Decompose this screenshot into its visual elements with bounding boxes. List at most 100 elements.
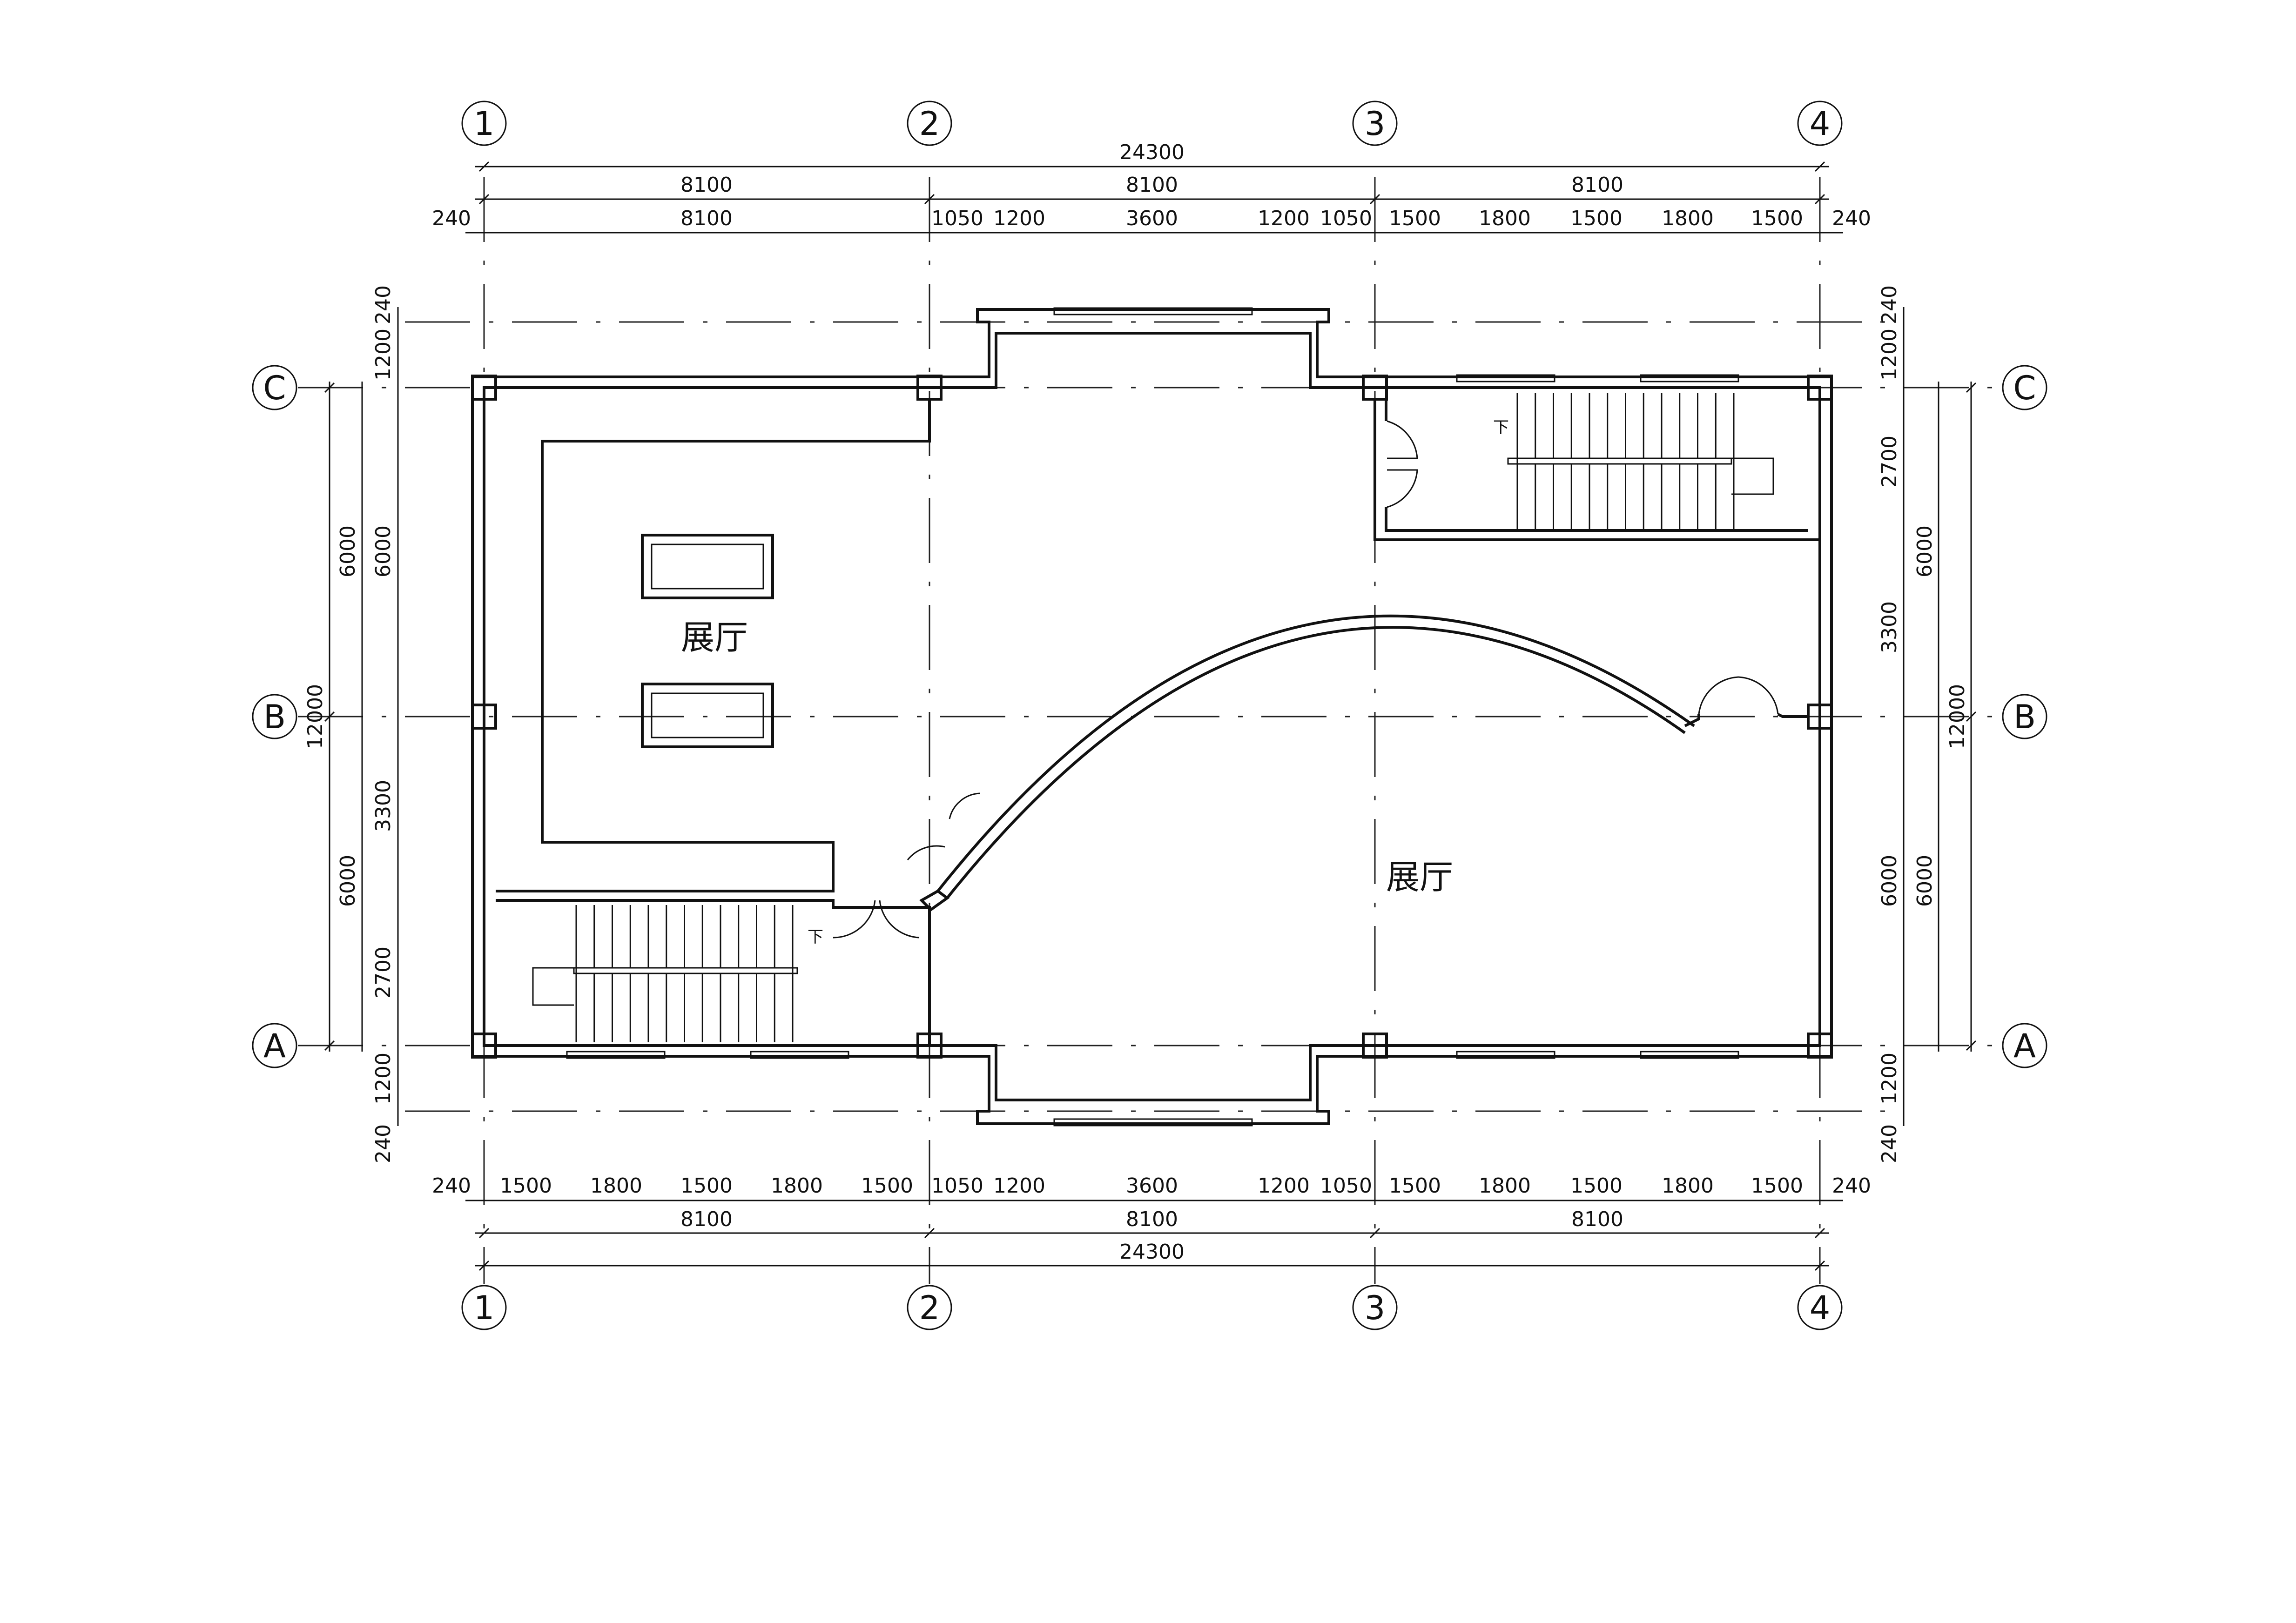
svg-text:1500: 1500 — [680, 1174, 733, 1198]
svg-text:240: 240 — [1832, 1174, 1871, 1198]
svg-text:8100: 8100 — [1571, 1207, 1623, 1231]
svg-text:1200: 1200 — [1878, 329, 1901, 381]
svg-text:240: 240 — [371, 1124, 395, 1163]
svg-text:8100: 8100 — [1571, 173, 1623, 197]
svg-text:1500: 1500 — [1570, 1174, 1623, 1198]
bottom-dimensions: 240 1500 1800 1500 1800 1500 1050 1200 3… — [432, 1174, 1871, 1264]
svg-text:3: 3 — [1365, 1289, 1386, 1327]
axis-bubble-A-left: A — [252, 1023, 297, 1068]
svg-text:6000: 6000 — [1913, 525, 1937, 577]
axis-bubble-C-left: C — [252, 365, 297, 410]
svg-text:1800: 1800 — [590, 1174, 642, 1198]
axis-bubble-1-top: 1 — [461, 101, 507, 146]
svg-text:4: 4 — [1810, 105, 1831, 143]
axis-bubble-B-right: B — [2002, 694, 2047, 739]
svg-text:6000: 6000 — [1913, 855, 1937, 907]
svg-text:1500: 1500 — [1570, 207, 1623, 230]
svg-text:1500: 1500 — [1389, 1174, 1441, 1198]
stair-down-mark: 下 — [1493, 418, 1509, 437]
left-dimensions: 240 1200 6000 3300 2700 1200 240 6000 60… — [303, 285, 395, 1163]
svg-text:1500: 1500 — [500, 1174, 552, 1198]
svg-text:1800: 1800 — [1479, 207, 1531, 230]
stair-upper-right: 下 — [1374, 393, 1820, 541]
axis-bubble-A-right: A — [2002, 1023, 2047, 1068]
axis-bubble-3-bottom: 3 — [1352, 1285, 1398, 1330]
svg-text:1800: 1800 — [1662, 207, 1714, 230]
axis-bubble-4-bottom: 4 — [1797, 1285, 1843, 1330]
svg-text:240: 240 — [1878, 1124, 1901, 1163]
svg-text:C: C — [263, 369, 286, 407]
svg-text:A: A — [2013, 1027, 2036, 1065]
svg-text:1: 1 — [474, 105, 495, 143]
svg-text:6000: 6000 — [1878, 855, 1901, 907]
svg-text:C: C — [2013, 369, 2036, 407]
dimension-lines — [324, 161, 1977, 1271]
skylight-upper — [641, 534, 774, 599]
svg-text:240: 240 — [371, 285, 395, 324]
svg-text:240: 240 — [432, 1174, 471, 1198]
svg-text:6000: 6000 — [371, 525, 395, 577]
svg-text:8100: 8100 — [680, 1207, 733, 1231]
svg-text:1200: 1200 — [1258, 1174, 1310, 1198]
svg-text:1050: 1050 — [931, 1174, 983, 1198]
dim-bottom-total: 24300 — [1119, 1240, 1185, 1264]
svg-text:240: 240 — [1832, 207, 1871, 230]
axis-bubble-1-bottom: 1 — [461, 1285, 507, 1330]
svg-text:1200: 1200 — [1258, 207, 1310, 230]
svg-text:1: 1 — [474, 1289, 495, 1327]
room-label-exhibition-hall: 展厅 — [681, 618, 748, 657]
svg-text:3300: 3300 — [1878, 601, 1901, 653]
svg-text:1200: 1200 — [371, 329, 395, 381]
right-dimensions: 240 1200 2700 3300 6000 1200 240 6000 60… — [1878, 285, 1969, 1163]
svg-text:3600: 3600 — [1126, 207, 1178, 230]
axis-bubble-B-left: B — [252, 694, 297, 739]
svg-text:1200: 1200 — [371, 1053, 395, 1105]
svg-text:1500: 1500 — [861, 1174, 913, 1198]
svg-text:240: 240 — [1878, 285, 1901, 324]
axis-bubble-2-bottom: 2 — [907, 1285, 952, 1330]
svg-text:B: B — [2013, 698, 2036, 736]
svg-text:4: 4 — [1810, 1289, 1831, 1327]
svg-text:3: 3 — [1365, 105, 1386, 143]
svg-text:B: B — [263, 698, 286, 736]
svg-text:8100: 8100 — [680, 173, 733, 197]
top-dimensions: 24300 8100 8100 8100 240 8100 1050 1200 … — [432, 141, 1871, 230]
svg-text:240: 240 — [432, 207, 471, 230]
svg-text:1050: 1050 — [1320, 1174, 1372, 1198]
svg-text:1500: 1500 — [1751, 207, 1803, 230]
svg-text:A: A — [263, 1027, 286, 1065]
svg-text:2700: 2700 — [371, 946, 395, 999]
dim-left-total: 12000 — [303, 684, 327, 749]
room-label-exhibition-hall: 展厅 — [1386, 858, 1453, 897]
svg-text:3300: 3300 — [371, 780, 395, 832]
svg-text:2700: 2700 — [1878, 436, 1901, 488]
svg-text:2: 2 — [919, 1289, 940, 1327]
curved-wall — [907, 614, 1808, 912]
svg-text:6000: 6000 — [336, 525, 360, 577]
svg-text:1050: 1050 — [931, 207, 983, 230]
svg-text:1500: 1500 — [1389, 207, 1441, 230]
dim-top-total: 24300 — [1119, 141, 1185, 164]
svg-text:1200: 1200 — [1878, 1053, 1901, 1105]
svg-text:8100: 8100 — [1126, 173, 1178, 197]
svg-text:6000: 6000 — [336, 855, 360, 907]
svg-text:8100: 8100 — [1126, 1207, 1178, 1231]
axis-bubble-3-top: 3 — [1352, 101, 1398, 146]
dim-right-total: 12000 — [1946, 684, 1969, 749]
svg-text:1800: 1800 — [771, 1174, 823, 1198]
svg-text:1200: 1200 — [993, 207, 1045, 230]
svg-text:1050: 1050 — [1320, 207, 1372, 230]
axis-bubbles: 1 2 3 4 1 2 3 4 C B A C B A — [252, 101, 2047, 1330]
stair-lower-left: 下 — [496, 899, 931, 1046]
svg-text:2: 2 — [919, 105, 940, 143]
axis-bubble-4-top: 4 — [1797, 101, 1843, 146]
skylight-lower — [641, 683, 774, 748]
windows — [566, 307, 1739, 1127]
atrium-void-outline — [496, 399, 931, 892]
axis-bubble-2-top: 2 — [907, 101, 952, 146]
svg-text:1800: 1800 — [1662, 1174, 1714, 1198]
svg-text:1500: 1500 — [1751, 1174, 1803, 1198]
svg-text:3600: 3600 — [1126, 1174, 1178, 1198]
svg-text:8100: 8100 — [680, 207, 733, 230]
